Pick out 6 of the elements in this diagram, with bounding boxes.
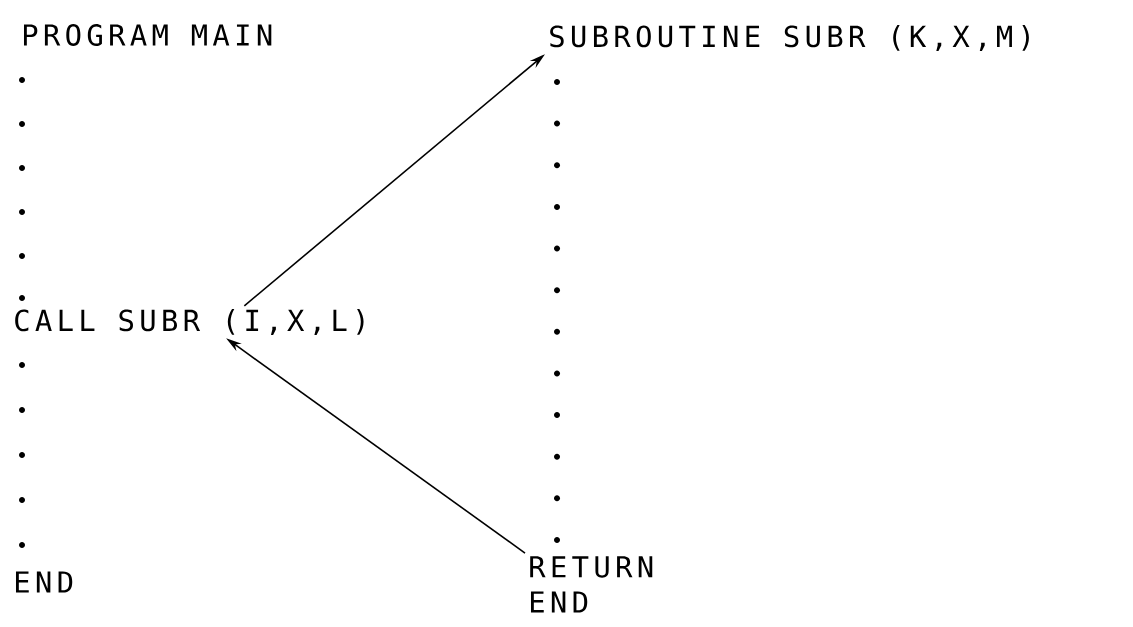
code-line: SUBROUTINE SUBR (K,X,M) <box>550 25 1029 51</box>
code-line: CALL SUBR (I,X,L) <box>15 309 364 335</box>
code-line: END <box>531 591 588 613</box>
code-line: RETURN <box>530 556 653 578</box>
code-line: PROGRAM MAIN <box>24 24 272 46</box>
code-line: END <box>16 571 73 593</box>
